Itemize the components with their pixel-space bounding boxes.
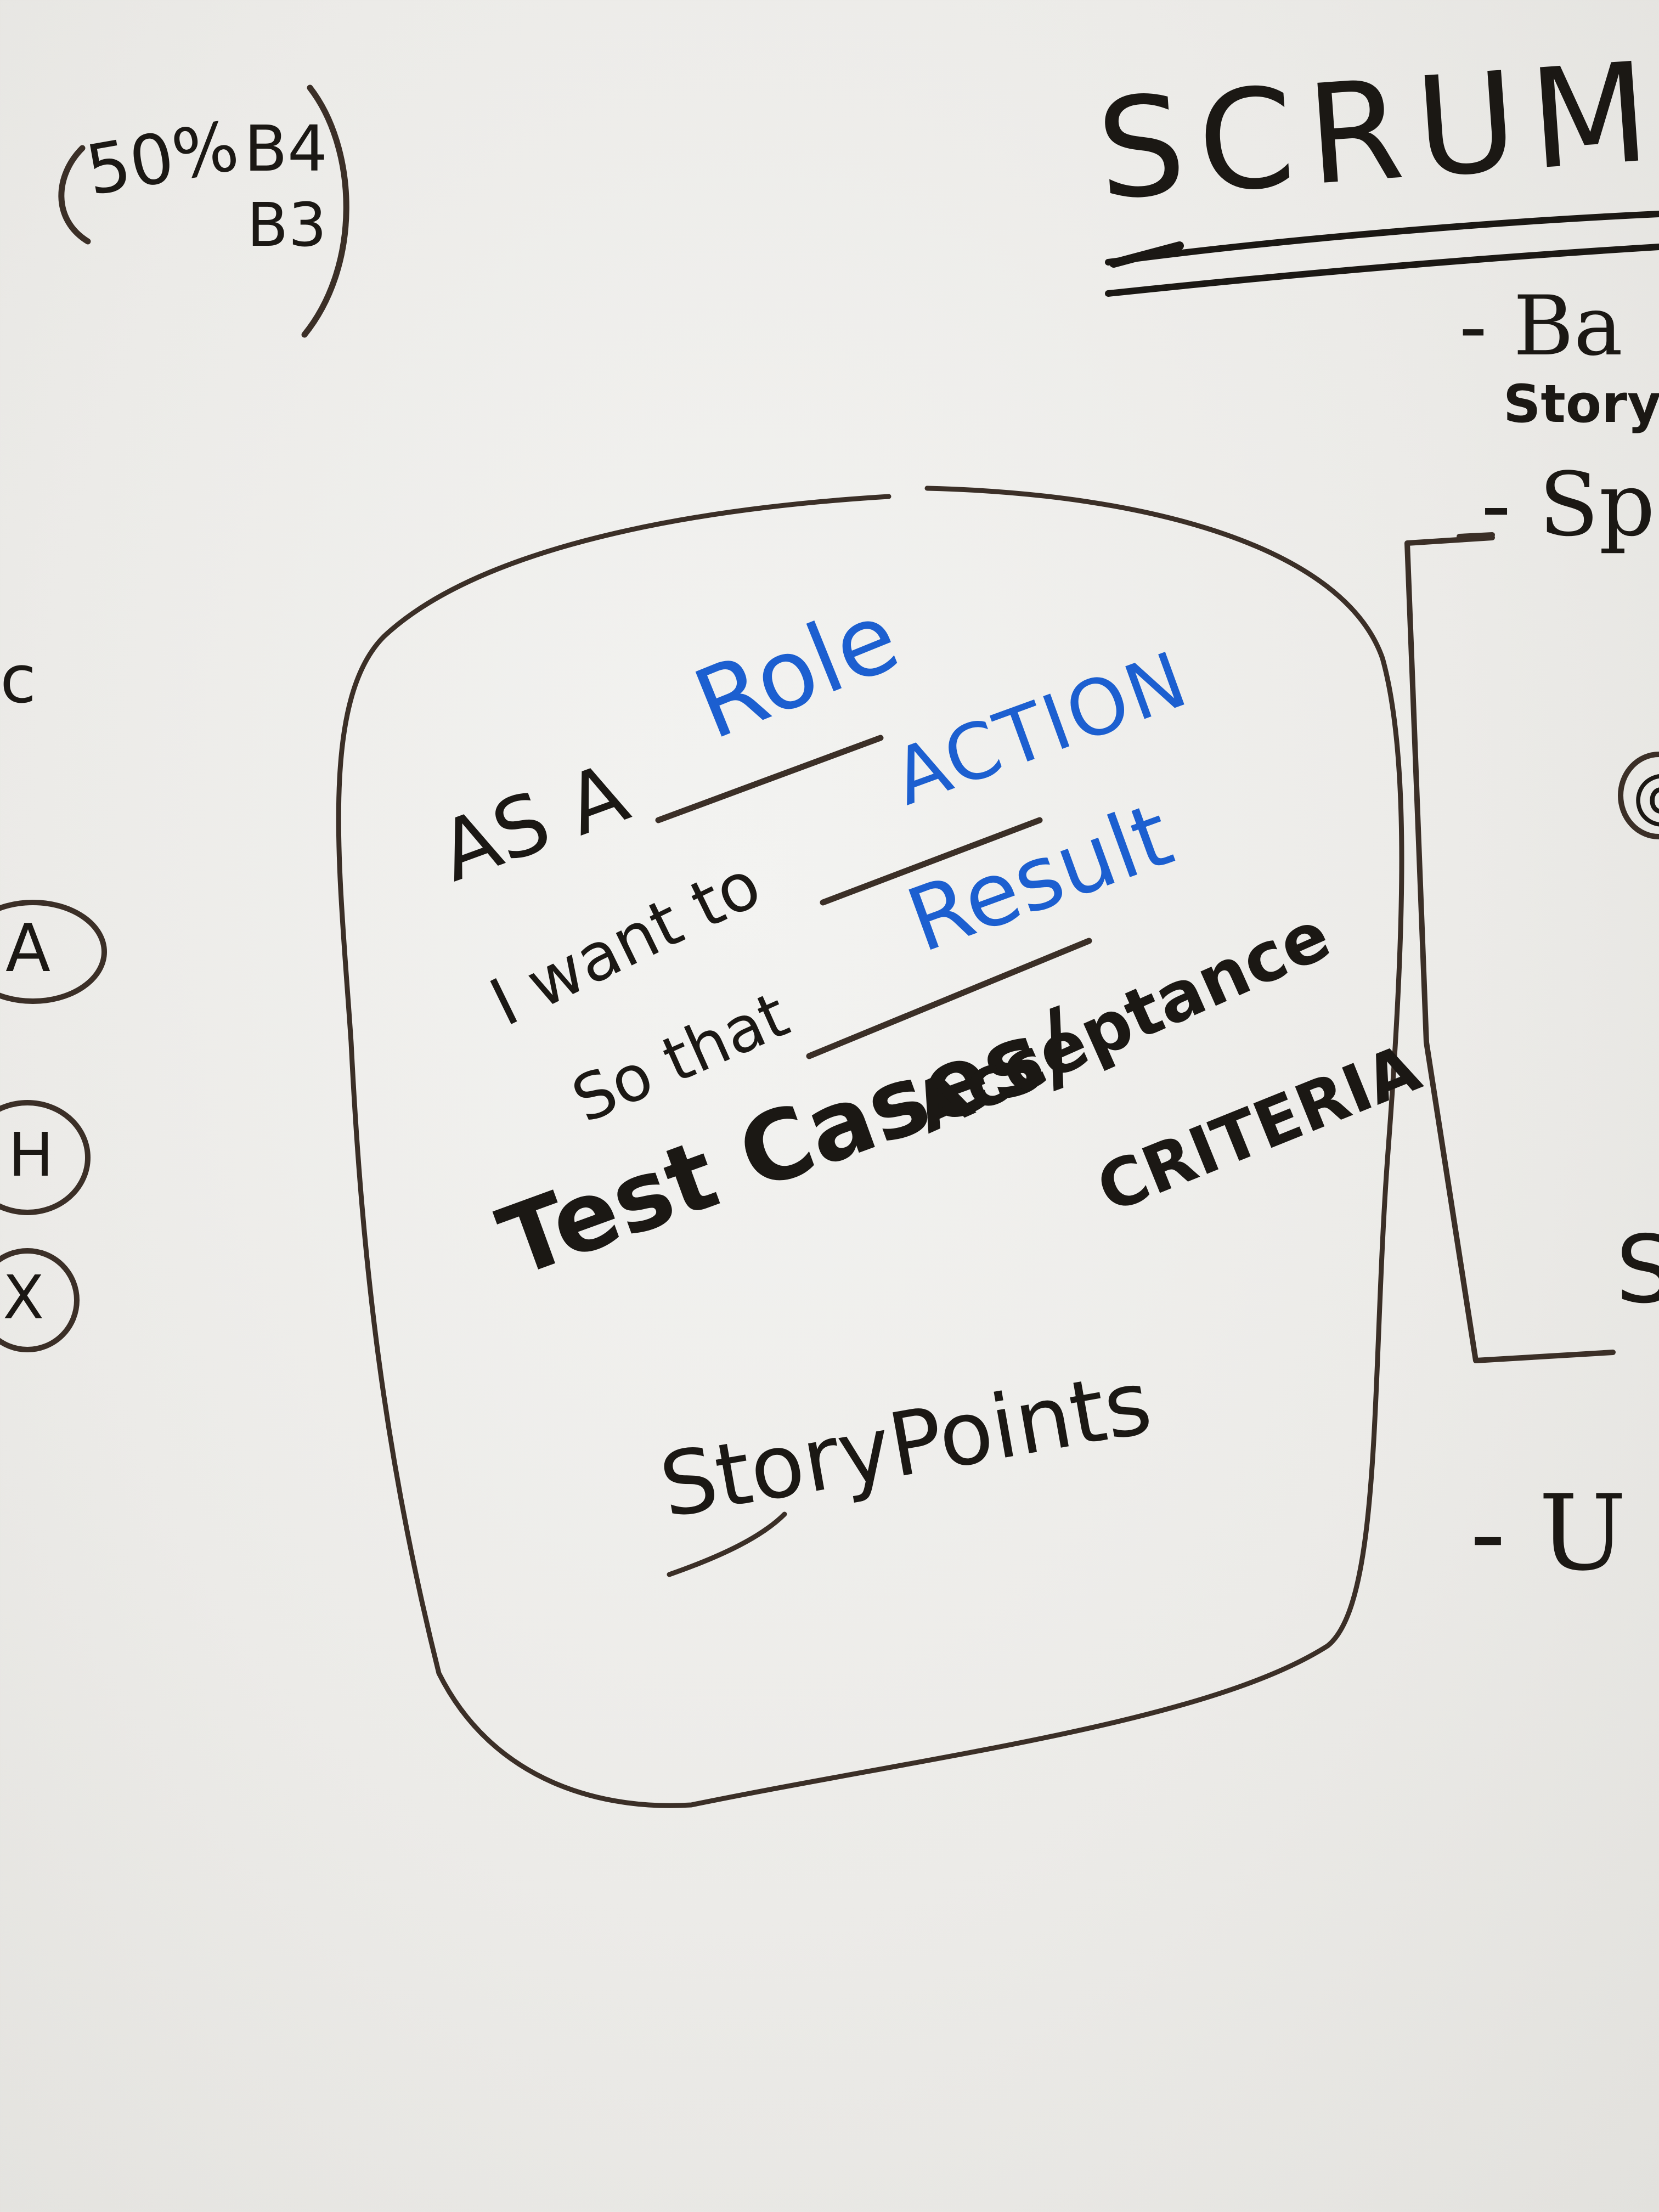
story-card-outline [336, 486, 1404, 1808]
scrum-heading: SCRUM [1092, 31, 1659, 230]
right-edge-circle-letter: @ [1632, 765, 1659, 826]
circled-letter-a: A [5, 911, 51, 987]
result-blank-line [806, 938, 1092, 1059]
role-blank-line [655, 735, 884, 823]
right-edge-letter-s: S [1616, 1216, 1659, 1324]
list-item-sp: - Sp [1481, 453, 1655, 556]
scrum-underline-2 [1105, 244, 1659, 297]
list-item-u: - U [1470, 1472, 1627, 1594]
left-edge-letter-c: c [0, 642, 36, 718]
action-blank-line [820, 817, 1043, 906]
right-parenthesis [301, 84, 349, 338]
list-item-story: Story [1503, 374, 1659, 435]
circled-letter-h: H [8, 1120, 54, 1190]
scrum-underline-1 [1105, 211, 1659, 266]
oval-right-edge [1618, 752, 1659, 839]
left-parenthesis [58, 145, 91, 245]
bracket-tick [1457, 532, 1495, 539]
oval-a [0, 900, 107, 1004]
circled-letter-x: X [3, 1262, 44, 1333]
b3-note: B3 [247, 190, 327, 260]
oval-x [0, 1248, 80, 1352]
oval-h [0, 1100, 91, 1215]
b4-note: B4 [244, 112, 328, 186]
story-points-flourish [667, 1511, 787, 1577]
list-item-ba: - Ba [1459, 279, 1623, 374]
right-bracket [1404, 535, 1616, 1363]
